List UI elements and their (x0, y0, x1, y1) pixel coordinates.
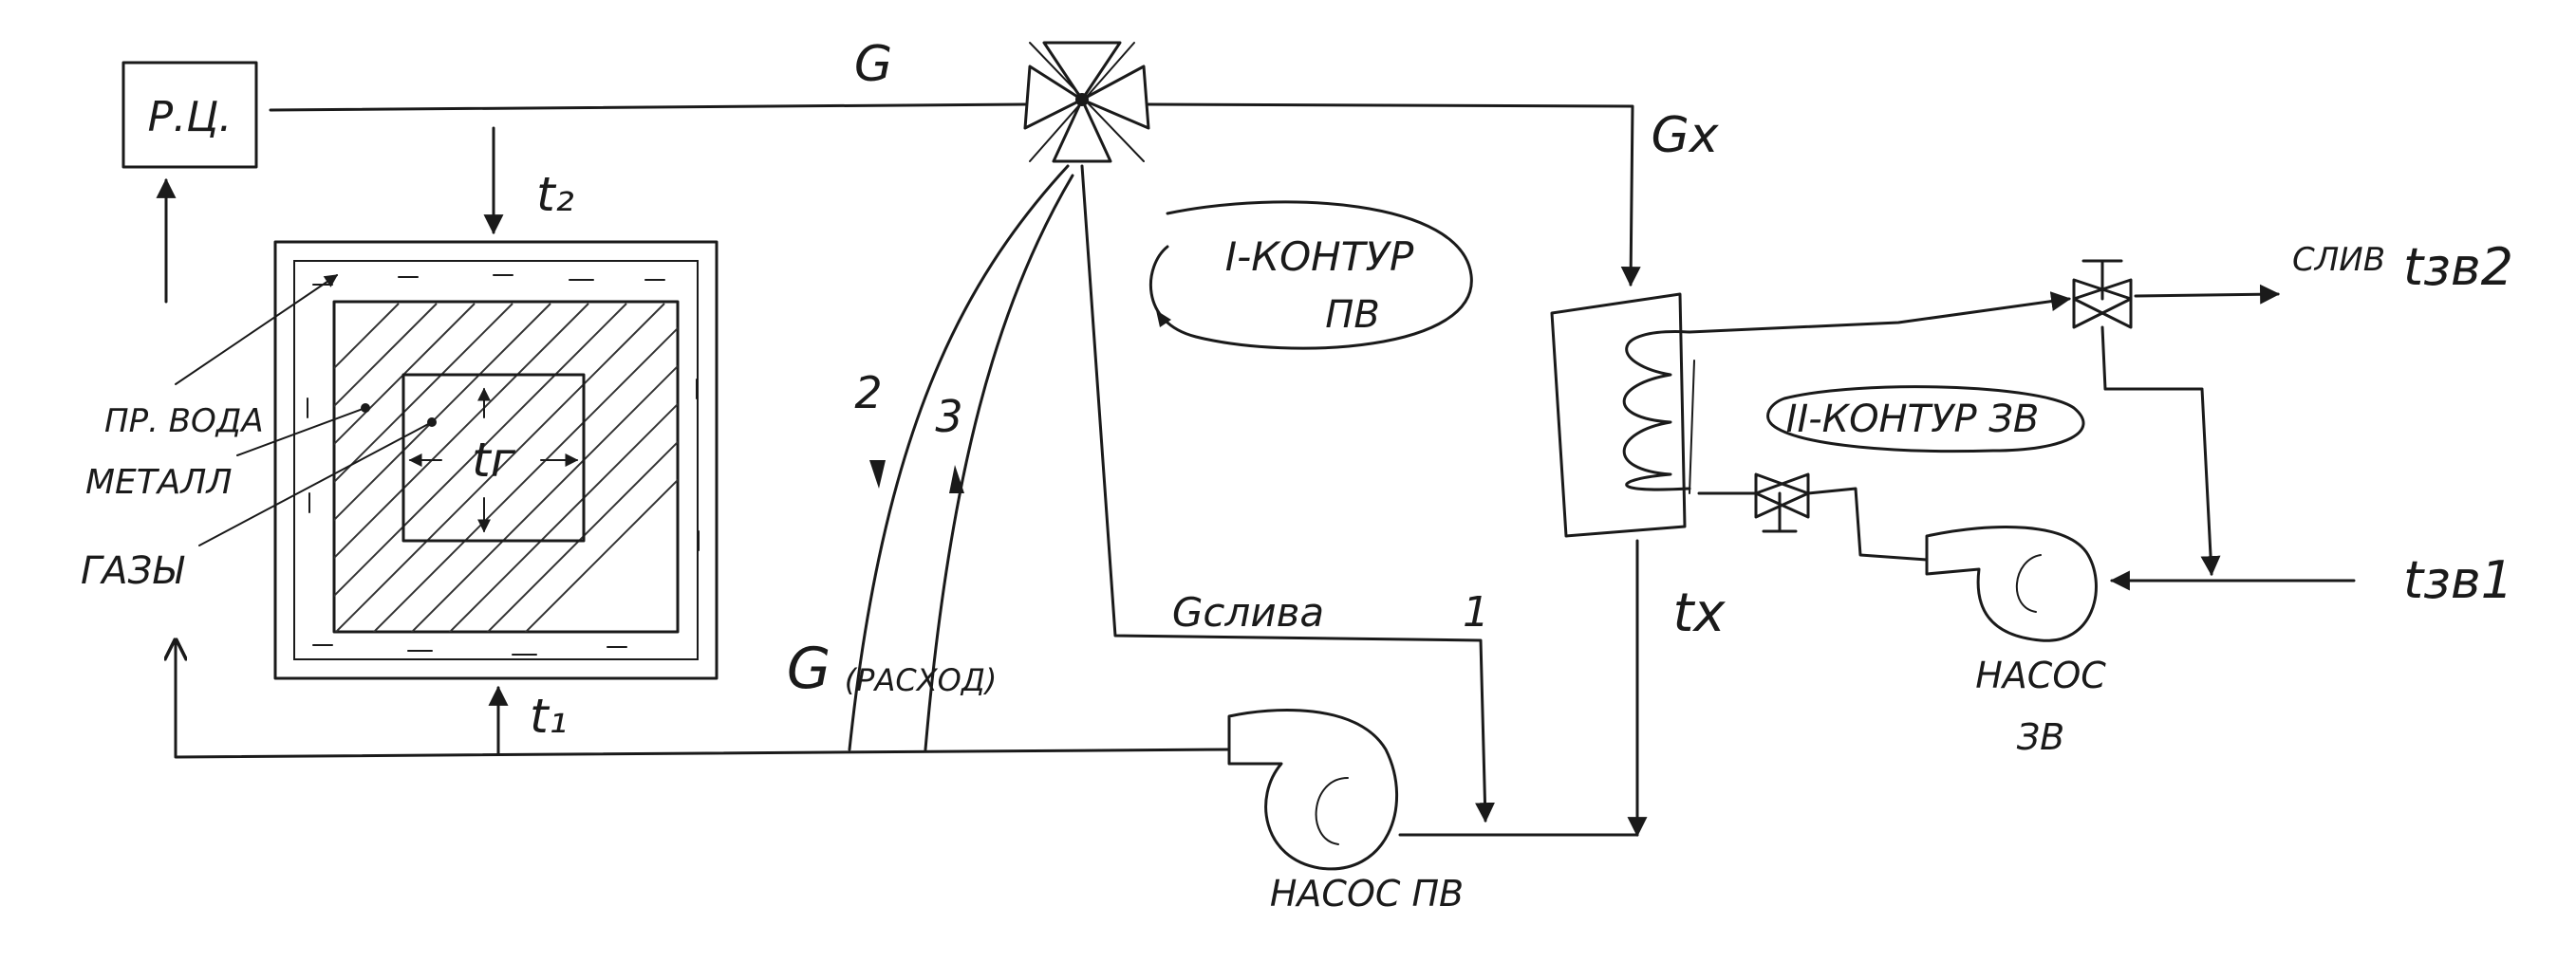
bottom-return-pipe (176, 640, 1231, 759)
leader-gazy (198, 421, 433, 546)
label-g-left: G (787, 636, 831, 702)
label-tzv2: tзв2 (2403, 237, 2513, 297)
rc-label: Р.Ц. (148, 93, 233, 141)
label-g-sliva: Gслива (1172, 589, 1324, 636)
pump-zv-label-2: ЗВ (2017, 716, 2064, 758)
circuit-1-sub: ПВ (1325, 293, 1380, 337)
leader-metall (236, 407, 366, 456)
heat-exchanger (1550, 292, 1695, 538)
label-metall: МЕТАЛЛ (85, 463, 233, 502)
flow-g-top: G (854, 36, 892, 93)
flow-gx: Gx (1651, 107, 1719, 164)
flow-line-2 (848, 164, 1070, 751)
cw-bypass-pipe (2100, 325, 2221, 577)
drain-out-arrow (2134, 284, 2281, 305)
circuit-1-loop: I-КОНТУР ПВ (1149, 200, 1473, 350)
circuit-2-label: II-КОНТУР ЗВ (1786, 398, 2040, 441)
circuit-1-label: I-КОНТУР (1225, 233, 1414, 280)
label-tg: tг (472, 433, 516, 488)
pipe-gx (1147, 102, 1641, 287)
label-tzv1: tзв1 (2403, 550, 2513, 610)
label-sliv: СЛИВ (2292, 241, 2385, 279)
label-tx: tx (1672, 582, 1726, 644)
pump-zv: НАСОС ЗВ (1925, 526, 2106, 758)
top-pipe-left (269, 102, 1027, 112)
leader-pr-voda (175, 274, 339, 385)
label-t2: t₂ (536, 167, 574, 222)
valve-lower (1754, 472, 1810, 519)
flow-3-arrow (949, 465, 964, 493)
label-num3: 3 (935, 391, 962, 442)
cw-upper-pipe (1688, 291, 2072, 334)
recirculation-box: Р.Ц. (121, 61, 258, 169)
label-t1: t₁ (530, 689, 568, 744)
flow-line-3 (924, 174, 1074, 751)
pump-zv-label-1: НАСОС (1975, 655, 2106, 696)
pump-pv: НАСОС ПВ (1227, 708, 1464, 915)
drain-line (1080, 164, 1495, 823)
label-gazy: ГАЗЫ (81, 549, 185, 593)
pump-pv-label: НАСОС ПВ (1270, 873, 1464, 915)
label-num1: 1 (1463, 588, 1489, 637)
valve-to-pump-pipe (1806, 487, 1929, 562)
four-way-valve (1023, 41, 1150, 163)
label-pr-voda: ПР. ВОДА (104, 402, 264, 440)
furnace: tг (273, 240, 719, 680)
circuit-2-loop: II-КОНТУР ЗВ (1766, 385, 2085, 453)
label-rashod: (РАСХОД) (845, 662, 998, 698)
flow-2-arrow (869, 460, 886, 489)
label-num2: 2 (854, 367, 882, 418)
